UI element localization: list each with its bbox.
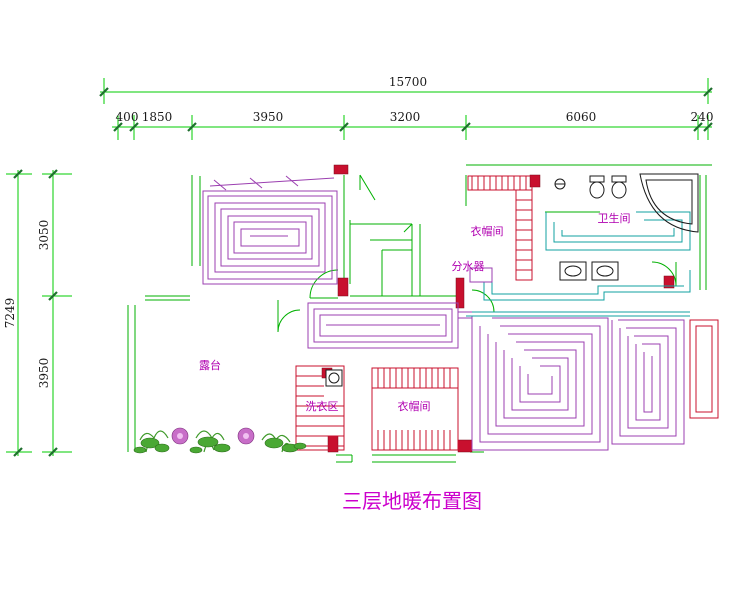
room-label-terrace: 露台 [199,358,221,372]
drawing-title: 三层地暖布置图 [342,489,482,513]
room-label-bathroom: 卫生间 [598,211,631,225]
vertical-dimensions [6,170,72,456]
heating-coil-center [307,302,459,349]
heating-coil-bathroom [466,211,691,317]
laundry-washer [325,369,343,387]
heating-coil-large-square [471,316,609,451]
horizontal-ticks [99,87,713,132]
heating-coil-right-narrow [611,319,685,445]
manifold-box [458,267,493,319]
dim-segment-3: 3950 [253,110,284,124]
room-label-cloakroom-top: 衣帽间 [471,224,504,238]
dim-segment-5: 6060 [566,110,597,124]
wall-outlines [127,164,712,463]
dim-total-height: 7249 [3,298,17,329]
dim-total-width: 15700 [389,75,427,89]
planter-plants [133,427,307,454]
dim-segment-6: 240 [691,110,714,124]
door-swings [277,261,677,333]
dim-height-1: 3050 [37,220,51,251]
heating-coil-top-left [202,190,338,285]
vertical-ticks [13,169,58,457]
room-label-cloakroom-bottom: 衣帽间 [398,399,431,413]
dim-segment-4: 3200 [390,110,421,124]
dim-segment-2: 1850 [142,110,173,124]
room-label-manifold: 分水器 [452,260,485,273]
balcony-right [689,319,719,419]
room-label-laundry: 洗衣区 [306,399,339,413]
bathroom-fixtures [554,173,699,281]
pipe-run-laundry [295,365,345,451]
dim-height-2: 3950 [37,358,51,389]
pipe-run-cloakroom-top [467,175,533,281]
heating-hatch-top [209,175,335,191]
pipe-run-cloakroom-bottom [371,367,459,451]
dim-segment-1: 400 [116,110,139,124]
